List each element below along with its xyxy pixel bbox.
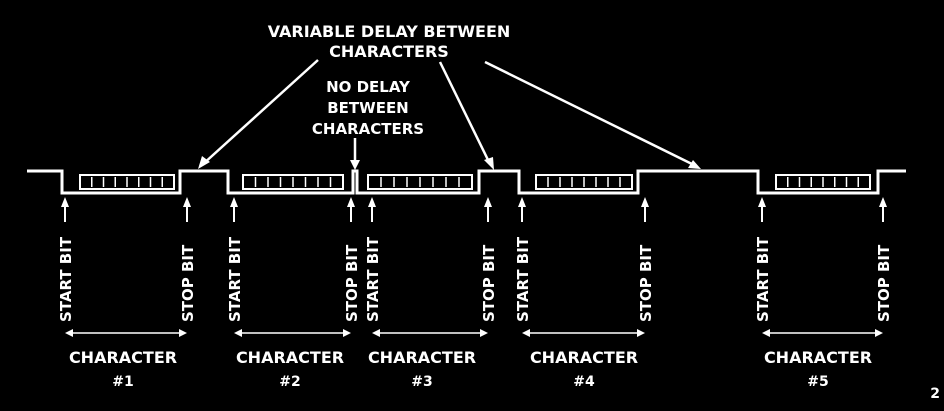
pointer-line-1 <box>201 59 319 166</box>
character-label-3: CHARACTER <box>368 348 476 367</box>
data-bits-2 <box>242 174 344 190</box>
start-bit-arrowhead-3 <box>368 197 376 207</box>
stop-bit-label-2: STOP BIT <box>343 244 361 322</box>
start-bit-label-2: START BIT <box>226 236 244 322</box>
bit-markers: START BIT START BIT START BIT START BIT STAR… <box>57 197 893 322</box>
character-span-arrow-left-4 <box>522 329 530 337</box>
stop-bit-arrowhead-4 <box>641 197 649 207</box>
stop-bit-arrowhead-5 <box>879 197 887 207</box>
stop-bit-label-4: STOP BIT <box>637 244 655 322</box>
data-bit-dividers <box>91 177 859 187</box>
no-delay-label: NO DELAY <box>326 78 411 96</box>
data-bits-4 <box>535 174 633 190</box>
character-span-arrow-left-3 <box>372 329 380 337</box>
start-bit-label-3: START BIT <box>364 236 382 322</box>
character-span-arrow-left-1 <box>65 329 73 337</box>
character-span-arrow-left-2 <box>234 329 242 337</box>
character-label-2: CHARACTER <box>236 348 344 367</box>
stop-bit-arrowhead-1 <box>183 197 191 207</box>
character-number-1: #1 <box>112 374 133 390</box>
pointer-line-2 <box>438 61 492 165</box>
character-span-arrow-right-3 <box>480 329 488 337</box>
variable-delay-label-2: CHARACTERS <box>329 42 449 61</box>
data-bits-1 <box>79 174 175 190</box>
data-bit-cells <box>79 174 871 190</box>
character-spans: CHARACTER #1 CHARACTER #2 CHARACTER #3 CHARACT… <box>65 329 883 390</box>
character-span-arrow-left-5 <box>762 329 770 337</box>
no-delay-label-3: CHARACTERS <box>312 120 424 138</box>
no-delay-label-2: BETWEEN <box>327 99 409 117</box>
start-bit-arrowhead-1 <box>61 197 69 207</box>
start-bit-label-1: START BIT <box>57 236 75 322</box>
start-bit-label-4: START BIT <box>514 236 532 322</box>
stop-bit-arrowhead-2 <box>347 197 355 207</box>
start-bit-label-5: START BIT <box>754 236 772 322</box>
pointer-line-3 <box>484 60 697 168</box>
stop-bit-arrowhead-3 <box>484 197 492 207</box>
character-number-4: #4 <box>573 374 595 390</box>
arrowhead-3 <box>688 160 701 169</box>
start-bit-arrowhead-4 <box>518 197 526 207</box>
stop-bit-label-1: STOP BIT <box>179 244 197 322</box>
stop-bit-label-3: STOP BIT <box>480 244 498 322</box>
character-label-1: CHARACTER <box>69 348 177 367</box>
pointer-arrowheads <box>198 156 701 170</box>
character-span-arrow-right-4 <box>637 329 645 337</box>
start-bit-arrowhead-5 <box>758 197 766 207</box>
character-label-5: CHARACTER <box>764 348 872 367</box>
pointer-lines <box>201 59 697 168</box>
stop-bit-label-5: STOP BIT <box>875 244 893 322</box>
data-bits-3 <box>367 174 473 190</box>
character-number-5: #5 <box>807 374 828 390</box>
arrowhead-4 <box>350 160 360 170</box>
arrowhead-1 <box>198 156 210 169</box>
character-number-2: #2 <box>279 374 300 390</box>
arrowhead-2 <box>484 157 494 170</box>
character-span-arrow-right-5 <box>875 329 883 337</box>
character-span-arrow-right-2 <box>343 329 351 337</box>
data-bits-5 <box>775 174 871 190</box>
serial-waveform <box>27 169 906 195</box>
character-span-arrow-right-1 <box>179 329 187 337</box>
character-label-4: CHARACTER <box>530 348 638 367</box>
start-bit-arrowhead-2 <box>230 197 238 207</box>
corner-mark: 2 <box>930 386 940 402</box>
character-number-3: #3 <box>411 374 432 390</box>
variable-delay-label: VARIABLE DELAY BETWEEN <box>268 22 511 41</box>
